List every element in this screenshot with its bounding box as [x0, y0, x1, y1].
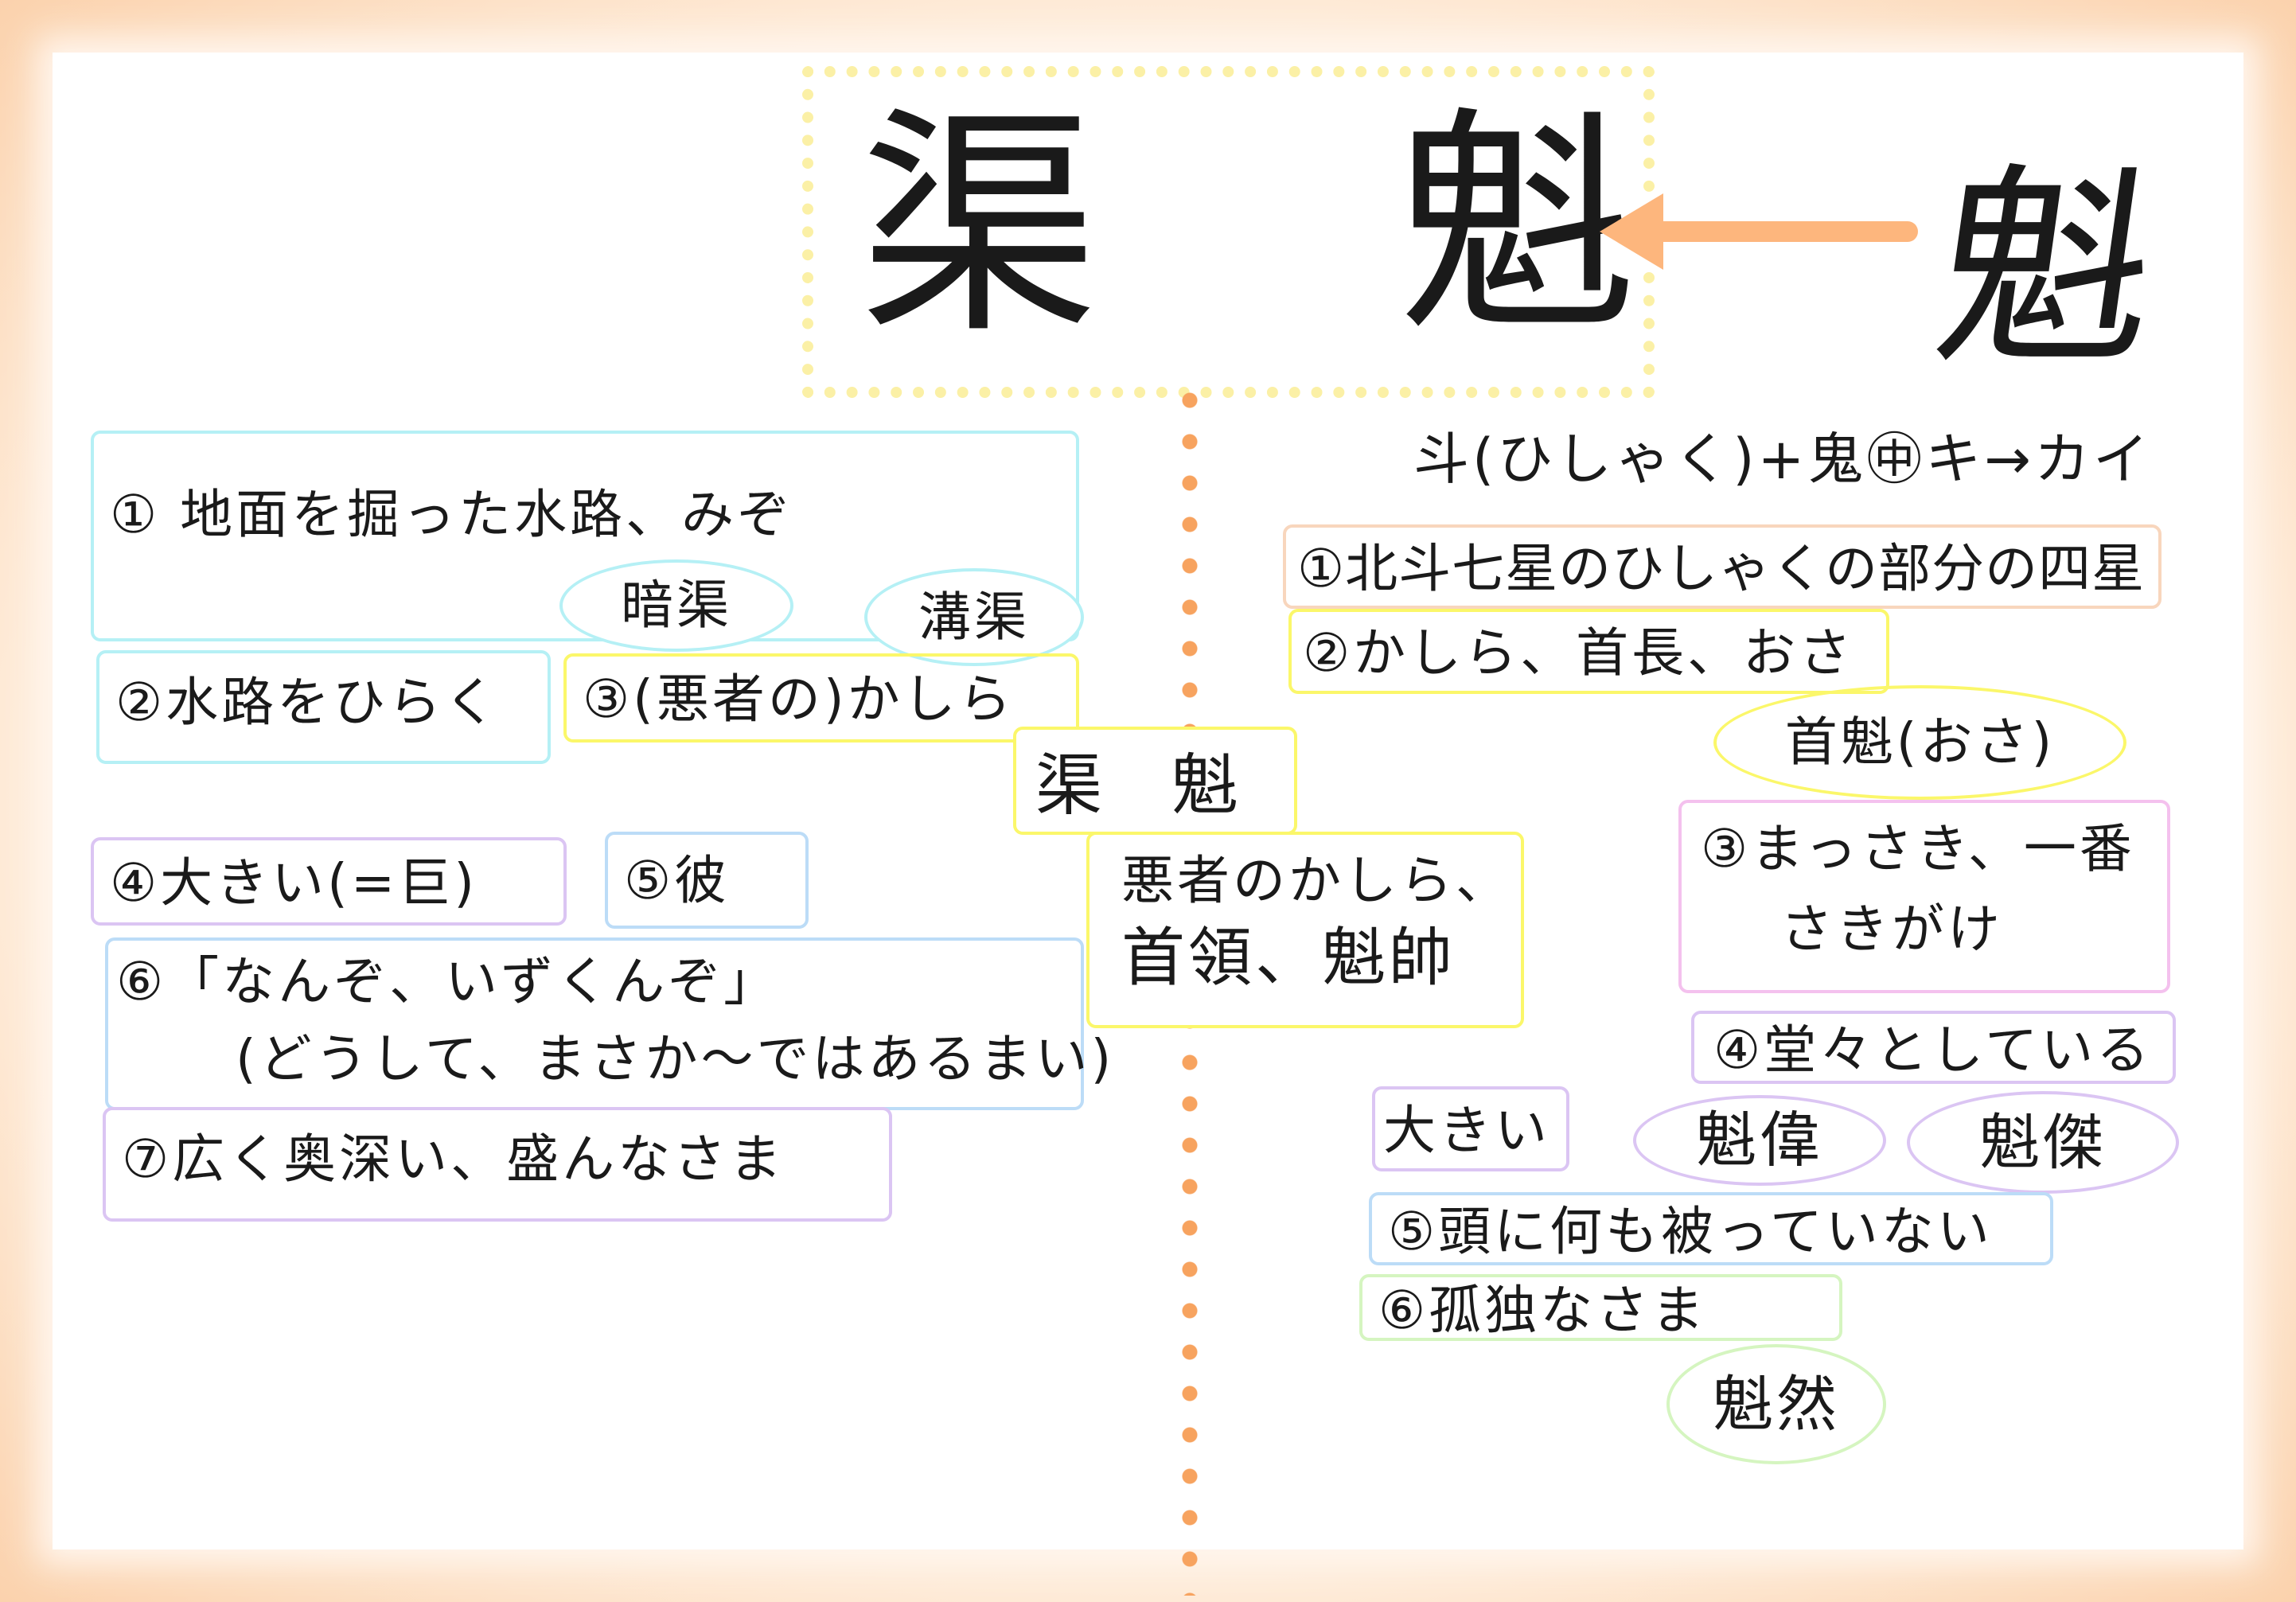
meaning-box-7: ⑦広く奥深い、盛んなさま	[103, 1107, 892, 1222]
meaning-box-3: ③(悪者の)かしら	[563, 653, 1079, 743]
example-word: 魁偉	[1696, 1105, 1823, 1176]
meaning-text: ③まっさき、一番	[1701, 818, 2135, 879]
note-box: 大きい	[1372, 1086, 1569, 1171]
meaning-text: ⑤頭に何も被っていない	[1388, 1201, 1993, 1262]
page-title: 渠 魁	[860, 88, 1748, 365]
meaning-box-5: ⑤彼	[605, 832, 809, 929]
meaning-box-6: ⑥「なんぞ、いずくんぞ」 (どうして、まさか〜ではあるまい)	[105, 937, 1115, 1110]
meaning-text: ⑤彼	[624, 850, 731, 911]
etymology-text: 斗(ひしゃく)+鬼㊥キ→カイ	[1413, 427, 2152, 492]
meaning-text: さきがけ	[1780, 898, 2003, 961]
example-ellipse: 首魁(おさ)	[1713, 685, 2126, 800]
meaning-text: ④大きい(=巨)	[110, 852, 478, 914]
title-frame	[802, 66, 1655, 398]
meaning-box-1: ① 地面を掘った水路、みぞ	[91, 431, 1079, 641]
compound-box: 渠 魁	[1013, 727, 1297, 835]
meaning-text: ②かしら、首長、おさ	[1303, 622, 1855, 684]
example-ellipse: 溝渠	[864, 568, 1084, 666]
meaning-text: ②水路をひらく	[115, 672, 501, 733]
compound-word: 渠 魁	[1035, 746, 1262, 824]
meaning-text: ③(悪者の)かしら	[583, 668, 1015, 730]
example-word: 魁然	[1713, 1368, 1840, 1440]
meaning-box-4: ④大きい(=巨)	[91, 837, 567, 926]
example-word: 暗渠	[621, 575, 732, 637]
example-word: 溝渠	[918, 586, 1030, 648]
meaning-text: (どうして、まさか〜ではあるまい)	[236, 1028, 1115, 1090]
meaning-text: 大きい	[1383, 1100, 1550, 1161]
example-word: 首魁(おさ)	[1784, 711, 2056, 774]
meaning-box-2: ②かしら、首長、おさ	[1288, 609, 1889, 694]
example-word: 魁傑	[1979, 1106, 2107, 1178]
example-ellipse: 魁偉	[1633, 1095, 1886, 1186]
meaning-text: ⑥孤独なさま	[1378, 1280, 1708, 1341]
meaning-text: ① 地面を掘った水路、みぞ	[110, 484, 793, 545]
example-ellipse: 魁傑	[1907, 1091, 2179, 1194]
arrow-icon-shaft	[1639, 221, 1918, 242]
meaning-box-3: ③まっさき、一番 さきがけ	[1678, 800, 2170, 993]
example-ellipse: 魁然	[1666, 1344, 1886, 1464]
meaning-box-2: ②水路をひらく	[96, 650, 551, 764]
example-ellipse: 暗渠	[559, 559, 793, 652]
meaning-text: ⑦広く奥深い、盛んなさま	[122, 1128, 785, 1190]
meaning-box-4: ④堂々としている	[1691, 1011, 2176, 1084]
meaning-text: ①北斗七星のひしゃくの部分の四星	[1297, 538, 2146, 599]
meaning-box-5: ⑤頭に何も被っていない	[1369, 1192, 2053, 1265]
ancient-character: 魁	[1921, 145, 2172, 396]
meaning-text: 悪者のかしら、	[1121, 850, 1511, 911]
arrow-left-icon	[1600, 193, 1663, 270]
compound-meaning-box: 悪者のかしら、 首領、魁帥	[1086, 832, 1524, 1028]
meaning-box-1: ①北斗七星のひしゃくの部分の四星	[1283, 524, 2162, 609]
meaning-box-6: ⑥孤独なさま	[1359, 1274, 1842, 1341]
meaning-text: 首領、魁帥	[1121, 921, 1456, 996]
meaning-text: ⑥「なんぞ、いずくんぞ」	[116, 951, 780, 1012]
meaning-text: ④堂々としている	[1713, 1019, 2153, 1081]
